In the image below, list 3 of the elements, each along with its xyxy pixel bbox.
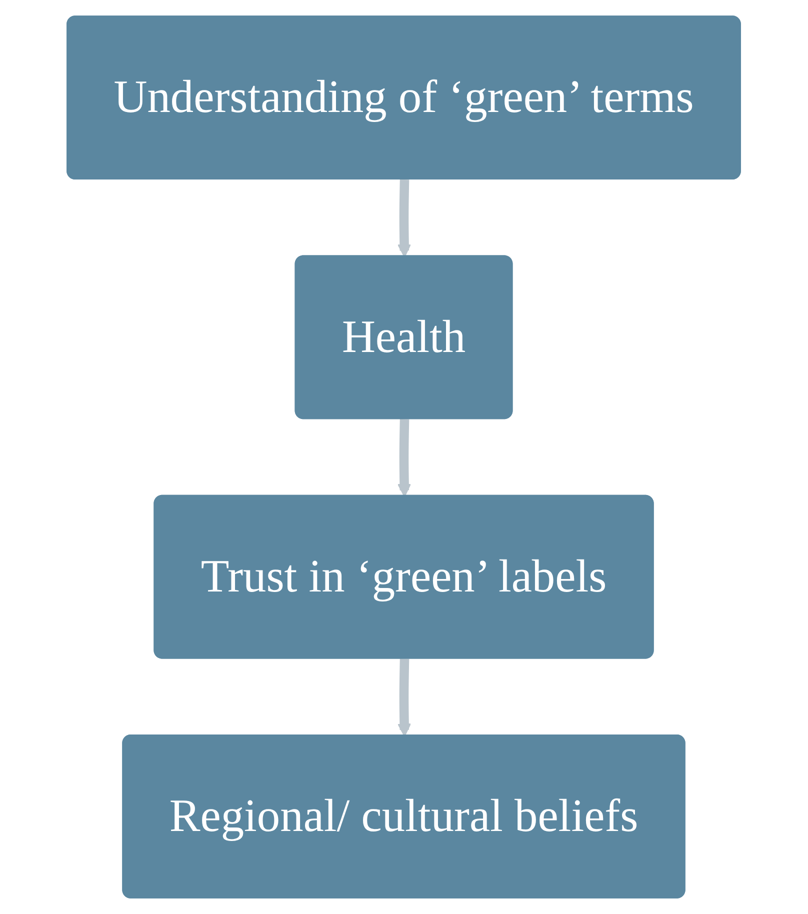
arrow	[398, 179, 412, 258]
arrow	[398, 658, 412, 737]
arrow	[398, 419, 412, 498]
